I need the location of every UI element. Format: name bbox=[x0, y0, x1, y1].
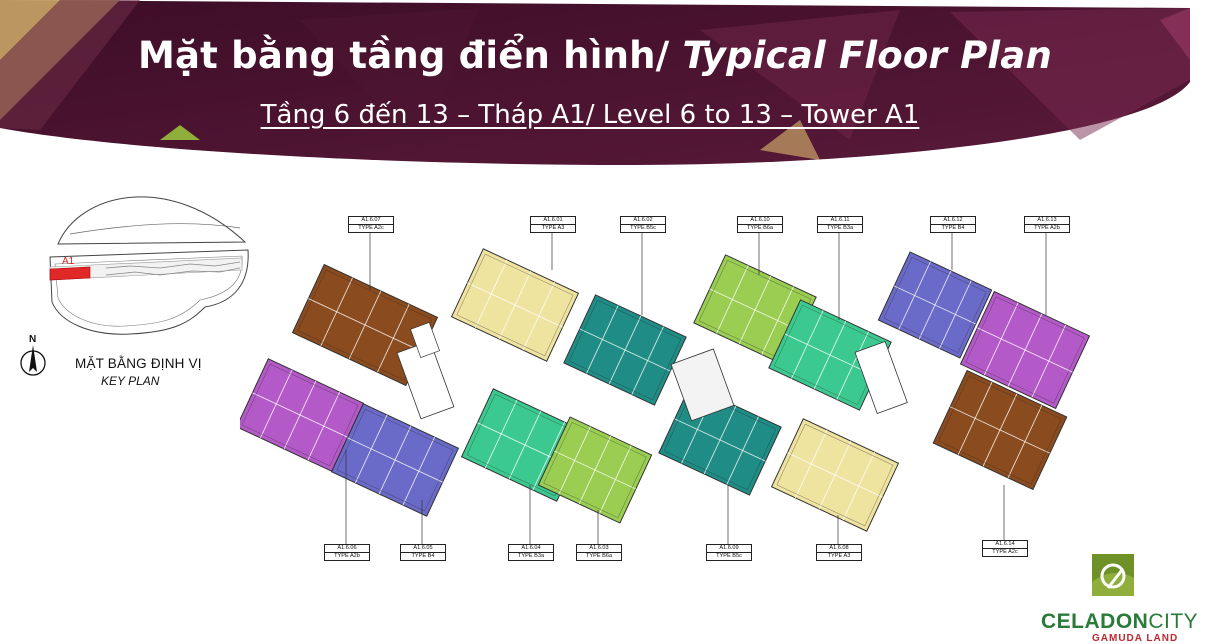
unit-type: TYPE B3a bbox=[517, 553, 545, 559]
cores bbox=[396, 322, 908, 422]
unit-type: TYPE A3 bbox=[541, 225, 565, 231]
apartment-unit bbox=[240, 358, 365, 472]
unit-code: A1.6.14 bbox=[983, 541, 1027, 549]
unit-type: TYPE A2c bbox=[992, 549, 1018, 555]
apartment-unit bbox=[537, 416, 653, 524]
key-plan-drawing: A1 N bbox=[20, 196, 249, 376]
core-stair bbox=[854, 340, 908, 414]
brand-light: CITY bbox=[1148, 610, 1199, 633]
banner-facet bbox=[0, 0, 140, 130]
apartment-unit bbox=[770, 418, 900, 532]
banner-facet bbox=[760, 120, 820, 160]
unit-code: A1.6.07 bbox=[349, 217, 393, 225]
title-vi: Mặt bằng tầng điển hình/ bbox=[138, 34, 670, 77]
brand-name: CELADONCITY bbox=[1041, 610, 1198, 634]
site-outline-north bbox=[57, 196, 247, 245]
unit-code: A1.6.08 bbox=[817, 545, 861, 553]
unit-type: TYPE A2b bbox=[1034, 225, 1060, 231]
unit-code: A1.6.01 bbox=[531, 217, 575, 225]
apartment-unit bbox=[932, 369, 1068, 491]
banner-facet bbox=[1160, 8, 1190, 60]
unit-code: A1.6.06 bbox=[325, 545, 369, 553]
unit-code: A1.6.13 bbox=[1025, 217, 1069, 225]
title-en: Typical Floor Plan bbox=[682, 34, 1052, 77]
svg-text:N: N bbox=[29, 334, 36, 345]
unit-type: TYPE B6a bbox=[746, 225, 774, 231]
brand-bold: CELADON bbox=[1041, 610, 1149, 633]
unit-code: A1.6.09 bbox=[707, 545, 751, 553]
banner-shape bbox=[0, 0, 1190, 165]
unit-code: A1.6.11 bbox=[818, 217, 862, 225]
north-arrow-icon: N bbox=[20, 334, 46, 376]
leader-lines bbox=[345, 232, 1047, 544]
site-outline-south-inner bbox=[54, 255, 243, 327]
unit-code: A1.6.04 bbox=[509, 545, 553, 553]
unit-code: A1.6.05 bbox=[401, 545, 445, 553]
unit-type: TYPE B4 bbox=[941, 225, 965, 231]
banner-facet bbox=[700, 10, 900, 140]
banner-facet bbox=[160, 125, 200, 140]
tower-a1-label: A1 bbox=[62, 256, 75, 267]
unit-type: TYPE A2c bbox=[358, 225, 384, 231]
unit-code: A1.6.02 bbox=[621, 217, 665, 225]
unit-code: A1.6.10 bbox=[738, 217, 782, 225]
banner-facet bbox=[300, 8, 480, 150]
key-plan-title: MẶT BẰNG ĐỊNH VỊ bbox=[75, 356, 202, 371]
apartment-unit bbox=[563, 294, 687, 406]
key-plan-subtitle: KEY PLAN bbox=[101, 374, 160, 388]
apartment-unit bbox=[877, 251, 993, 359]
unit-type: TYPE B5c bbox=[716, 553, 742, 559]
maker-name: GAMUDA LAND bbox=[1092, 633, 1179, 644]
unit-type: TYPE B4 bbox=[411, 553, 435, 559]
unit-type: TYPE B5c bbox=[630, 225, 656, 231]
tower-a1-highlight bbox=[49, 266, 91, 281]
apartment-unit bbox=[330, 403, 460, 517]
banner-facet bbox=[950, 8, 1190, 140]
unit-code: A1.6.12 bbox=[931, 217, 975, 225]
apartment-unit bbox=[959, 290, 1091, 410]
site-outline-north-inner bbox=[69, 223, 241, 235]
apartment-unit bbox=[768, 299, 892, 411]
unit-type: TYPE A2b bbox=[334, 553, 360, 559]
page-title: Mặt bằng tầng điển hình/ Typical Floor P… bbox=[0, 34, 1190, 77]
floor-plan-drawing bbox=[240, 232, 1091, 544]
celadon-city-logo bbox=[1092, 554, 1134, 596]
core-stair bbox=[396, 340, 455, 420]
unit-type: TYPE B3a bbox=[826, 225, 854, 231]
unit-type: TYPE B6a bbox=[585, 553, 613, 559]
apartment-unit bbox=[450, 248, 580, 362]
unit-code: A1.6.03 bbox=[577, 545, 621, 553]
core-stair bbox=[410, 322, 440, 358]
header-banner bbox=[0, 0, 1229, 168]
core-lift bbox=[670, 348, 735, 422]
page-subtitle: Tầng 6 đến 13 – Tháp A1/ Level 6 to 13 –… bbox=[260, 100, 920, 130]
unit-type: TYPE A3 bbox=[827, 553, 851, 559]
site-outline-south bbox=[49, 249, 249, 335]
